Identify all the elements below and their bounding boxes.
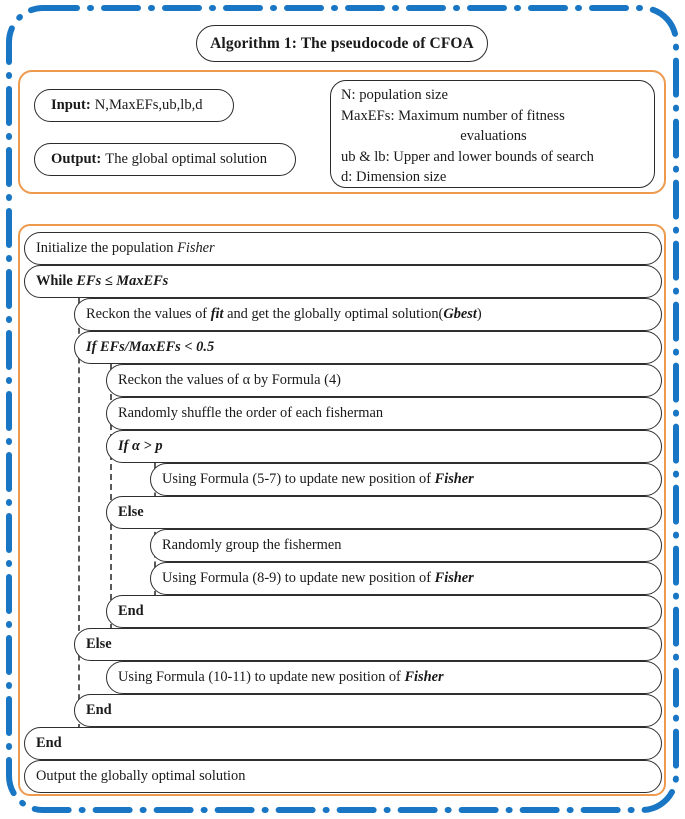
legend-line-d: d: Dimension size: [341, 169, 447, 185]
code-row-if-alpha-gt-p: If α > p: [106, 430, 662, 463]
input-value: N,MaxEFs,ub,lb,d: [94, 97, 203, 113]
connector-while: [78, 298, 80, 730]
legend-box: N: population size MaxEFs: Maximum numbe…: [330, 80, 655, 188]
code-text: Using Formula (8-9) to update new positi…: [162, 570, 474, 586]
code-text: Reckon the values of α by Formula (4): [118, 372, 341, 388]
code-text: Else: [86, 636, 112, 652]
connector-if-efs: [110, 364, 112, 630]
code-text: End: [36, 735, 62, 751]
code-text: End: [86, 702, 112, 718]
input-label: Input:: [51, 97, 91, 113]
code-row-output: Output the globally optimal solution: [24, 760, 662, 793]
code-row-if-efs-ratio: If EFs/MaxEFs < 0.5: [74, 331, 662, 364]
code-text: Using Formula (5-7) to update new positi…: [162, 471, 474, 487]
code-text: Randomly shuffle the order of each fishe…: [118, 405, 384, 421]
code-row-end-outer: End: [74, 694, 662, 727]
output-value: The global optimal solution: [105, 151, 268, 167]
io-header-box: Input: N,MaxEFs,ub,lb,d Output: The glob…: [18, 70, 666, 194]
output-pill: Output: The global optimal solution: [34, 143, 296, 176]
code-row-else-inner: Else: [106, 496, 662, 529]
code-row-else-outer: Else: [74, 628, 662, 661]
code-row-shuffle: Randomly shuffle the order of each fishe…: [106, 397, 662, 430]
code-row-end-inner: End: [106, 595, 662, 628]
code-text: Reckon the values of fit and get the glo…: [86, 306, 482, 322]
code-text: Initialize the population Fisher: [36, 240, 215, 256]
code-text: While EFs ≤ MaxEFs: [36, 273, 169, 289]
code-row-formula-8-9: Using Formula (8-9) to update new positi…: [150, 562, 662, 595]
legend-line-ub-lb: ub & lb: Upper and lower bounds of searc…: [341, 148, 594, 165]
code-row-initialize: Initialize the population Fisher: [24, 232, 662, 265]
legend-line-maxefs: MaxEFs: Maximum number of fitness: [341, 107, 565, 124]
code-row-end-while: End: [24, 727, 662, 760]
code-row-formula-10-11: Using Formula (10-11) to update new posi…: [106, 661, 662, 694]
code-text: Randomly group the fishermen: [162, 537, 342, 553]
code-text: If α > p: [118, 438, 163, 454]
code-text: Output the globally optimal solution: [36, 768, 246, 784]
code-row-formula-5-7: Using Formula (5-7) to update new positi…: [150, 463, 662, 496]
output-label: Output:: [51, 151, 102, 167]
code-row-while: While EFs ≤ MaxEFs: [24, 265, 662, 298]
code-row-group: Randomly group the fishermen: [150, 529, 662, 562]
code-text: Else: [118, 504, 144, 520]
legend-line-evaluations: evaluations: [460, 128, 527, 144]
code-text: End: [118, 603, 144, 619]
pseudocode-box: Initialize the population Fisher While E…: [18, 224, 666, 796]
code-row-reckon-alpha: Reckon the values of α by Formula (4): [106, 364, 662, 397]
algorithm-title-box: Algorithm 1: The pseudocode of CFOA: [196, 25, 488, 62]
connector-if-a: [154, 463, 156, 597]
legend-line-n: N: population size: [341, 87, 449, 103]
code-row-reckon-fit: Reckon the values of fit and get the glo…: [74, 298, 662, 331]
code-text: If EFs/MaxEFs < 0.5: [86, 339, 215, 355]
input-pill: Input: N,MaxEFs,ub,lb,d: [34, 89, 234, 122]
code-text: Using Formula (10-11) to update new posi…: [118, 669, 444, 685]
page-title: Algorithm 1: The pseudocode of CFOA: [210, 34, 474, 52]
